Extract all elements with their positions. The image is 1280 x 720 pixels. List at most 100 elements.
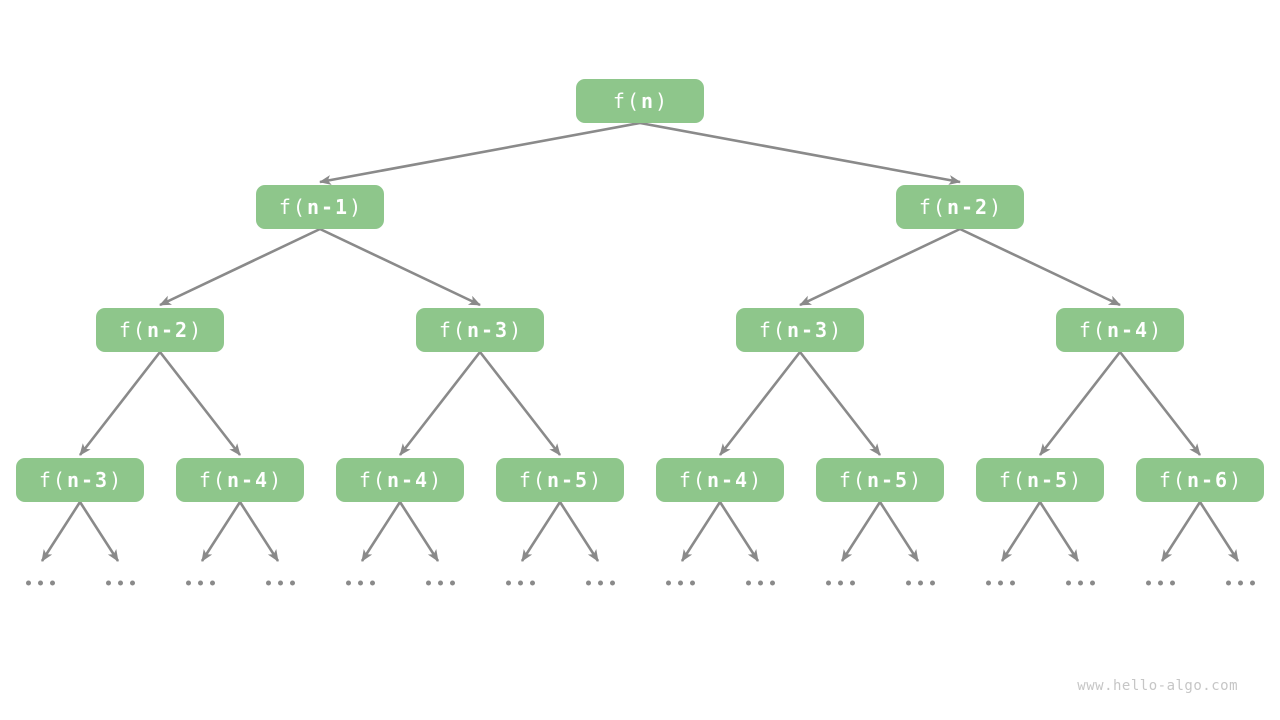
ellipsis-leaf (582, 580, 618, 586)
ellipsis-dot (1009, 580, 1015, 586)
tree-node: f(n-1) (256, 185, 384, 229)
node-label-suffix: ) (429, 468, 444, 492)
node-label-var: n (641, 89, 656, 113)
ellipsis-leaf (742, 580, 778, 586)
tree-node: f(n-3) (16, 458, 144, 502)
ellipsis-dot (25, 580, 31, 586)
ellipsis-dot (1169, 580, 1175, 586)
ellipsis-leaf (662, 580, 698, 586)
ellipsis-dot (745, 580, 751, 586)
node-label-prefix: f( (1158, 468, 1187, 492)
tree-edge (158, 351, 242, 456)
tree-node: f(n-3) (416, 308, 544, 352)
node-label-var: n-5 (1026, 468, 1070, 492)
ellipsis-dot (1089, 580, 1095, 586)
node-label-prefix: f( (838, 468, 867, 492)
ellipsis-leaf (342, 580, 378, 586)
node-label-var: n-3 (466, 318, 510, 342)
node-label-var: n-2 (946, 195, 990, 219)
tree-edge (78, 351, 162, 456)
ellipsis-dot (437, 580, 443, 586)
tree-edge (238, 501, 280, 562)
node-label-suffix: ) (989, 195, 1004, 219)
ellipsis-dot (517, 580, 523, 586)
ellipsis-dot (665, 580, 671, 586)
node-label-var: n-3 (66, 468, 110, 492)
tree-edge (40, 501, 82, 562)
node-label-var: n-6 (1186, 468, 1230, 492)
tree-node: f(n-5) (816, 458, 944, 502)
ellipsis-dot (597, 580, 603, 586)
tree-node: f(n-4) (176, 458, 304, 502)
tree-node: f(n-2) (96, 308, 224, 352)
node-label-suffix: ) (749, 468, 764, 492)
node-label-prefix: f( (612, 89, 641, 113)
node-label-var: n-4 (226, 468, 270, 492)
node-label-suffix: ) (829, 318, 844, 342)
ellipsis-dot (345, 580, 351, 586)
node-label-suffix: ) (349, 195, 364, 219)
ellipsis-leaf (502, 580, 538, 586)
ellipsis-dot (49, 580, 55, 586)
tree-edge (520, 501, 562, 562)
ellipsis-leaf (1142, 580, 1178, 586)
node-label-prefix: f( (1078, 318, 1107, 342)
ellipsis-dot (917, 580, 923, 586)
ellipsis-dot (37, 580, 43, 586)
node-label-var: n-3 (786, 318, 830, 342)
ellipsis-dot (505, 580, 511, 586)
ellipsis-leaf (822, 580, 858, 586)
ellipsis-dot (677, 580, 683, 586)
tree-edge (1038, 351, 1122, 456)
ellipsis-leaf (182, 580, 218, 586)
tree-edge (1160, 501, 1202, 562)
ellipsis-dot (277, 580, 283, 586)
tree-edge (639, 121, 961, 185)
watermark: www.hello-algo.com (1077, 678, 1238, 694)
ellipsis-leaf (422, 580, 458, 586)
node-label-var: n-2 (146, 318, 190, 342)
ellipsis-dot (757, 580, 763, 586)
ellipsis-dot (357, 580, 363, 586)
node-label-prefix: f( (358, 468, 387, 492)
tree-node: f(n-3) (736, 308, 864, 352)
ellipsis-dot (837, 580, 843, 586)
ellipsis-dot (769, 580, 775, 586)
tree-edge (718, 501, 760, 562)
tree-edge (959, 227, 1121, 307)
ellipsis-dot (289, 580, 295, 586)
tree-edge (680, 501, 722, 562)
ellipsis-dot (1249, 580, 1255, 586)
node-label-suffix: ) (1069, 468, 1084, 492)
node-label-suffix: ) (509, 318, 524, 342)
ellipsis-leaf (1062, 580, 1098, 586)
ellipsis-dot (1145, 580, 1151, 586)
ellipsis-dot (529, 580, 535, 586)
tree-edge (798, 351, 882, 456)
tree-node: f(n-5) (976, 458, 1104, 502)
ellipsis-dot (265, 580, 271, 586)
ellipsis-dot (1077, 580, 1083, 586)
ellipsis-dot (105, 580, 111, 586)
tree-edge (1000, 501, 1042, 562)
tree-edge (799, 227, 961, 307)
tree-edge (319, 227, 481, 307)
tree-edge (558, 501, 600, 562)
node-label-suffix: ) (109, 468, 124, 492)
node-label-prefix: f( (198, 468, 227, 492)
node-label-prefix: f( (438, 318, 467, 342)
node-label-prefix: f( (118, 318, 147, 342)
tree-edge (200, 501, 242, 562)
ellipsis-leaf (902, 580, 938, 586)
ellipsis-dot (1237, 580, 1243, 586)
tree-node: f(n-5) (496, 458, 624, 502)
tree-edge (718, 351, 802, 456)
tree-node: f(n-4) (656, 458, 784, 502)
node-label-var: n-5 (866, 468, 910, 492)
tree-edge (840, 501, 882, 562)
ellipsis-leaf (102, 580, 138, 586)
ellipsis-dot (985, 580, 991, 586)
ellipsis-dot (825, 580, 831, 586)
node-label-prefix: f( (758, 318, 787, 342)
